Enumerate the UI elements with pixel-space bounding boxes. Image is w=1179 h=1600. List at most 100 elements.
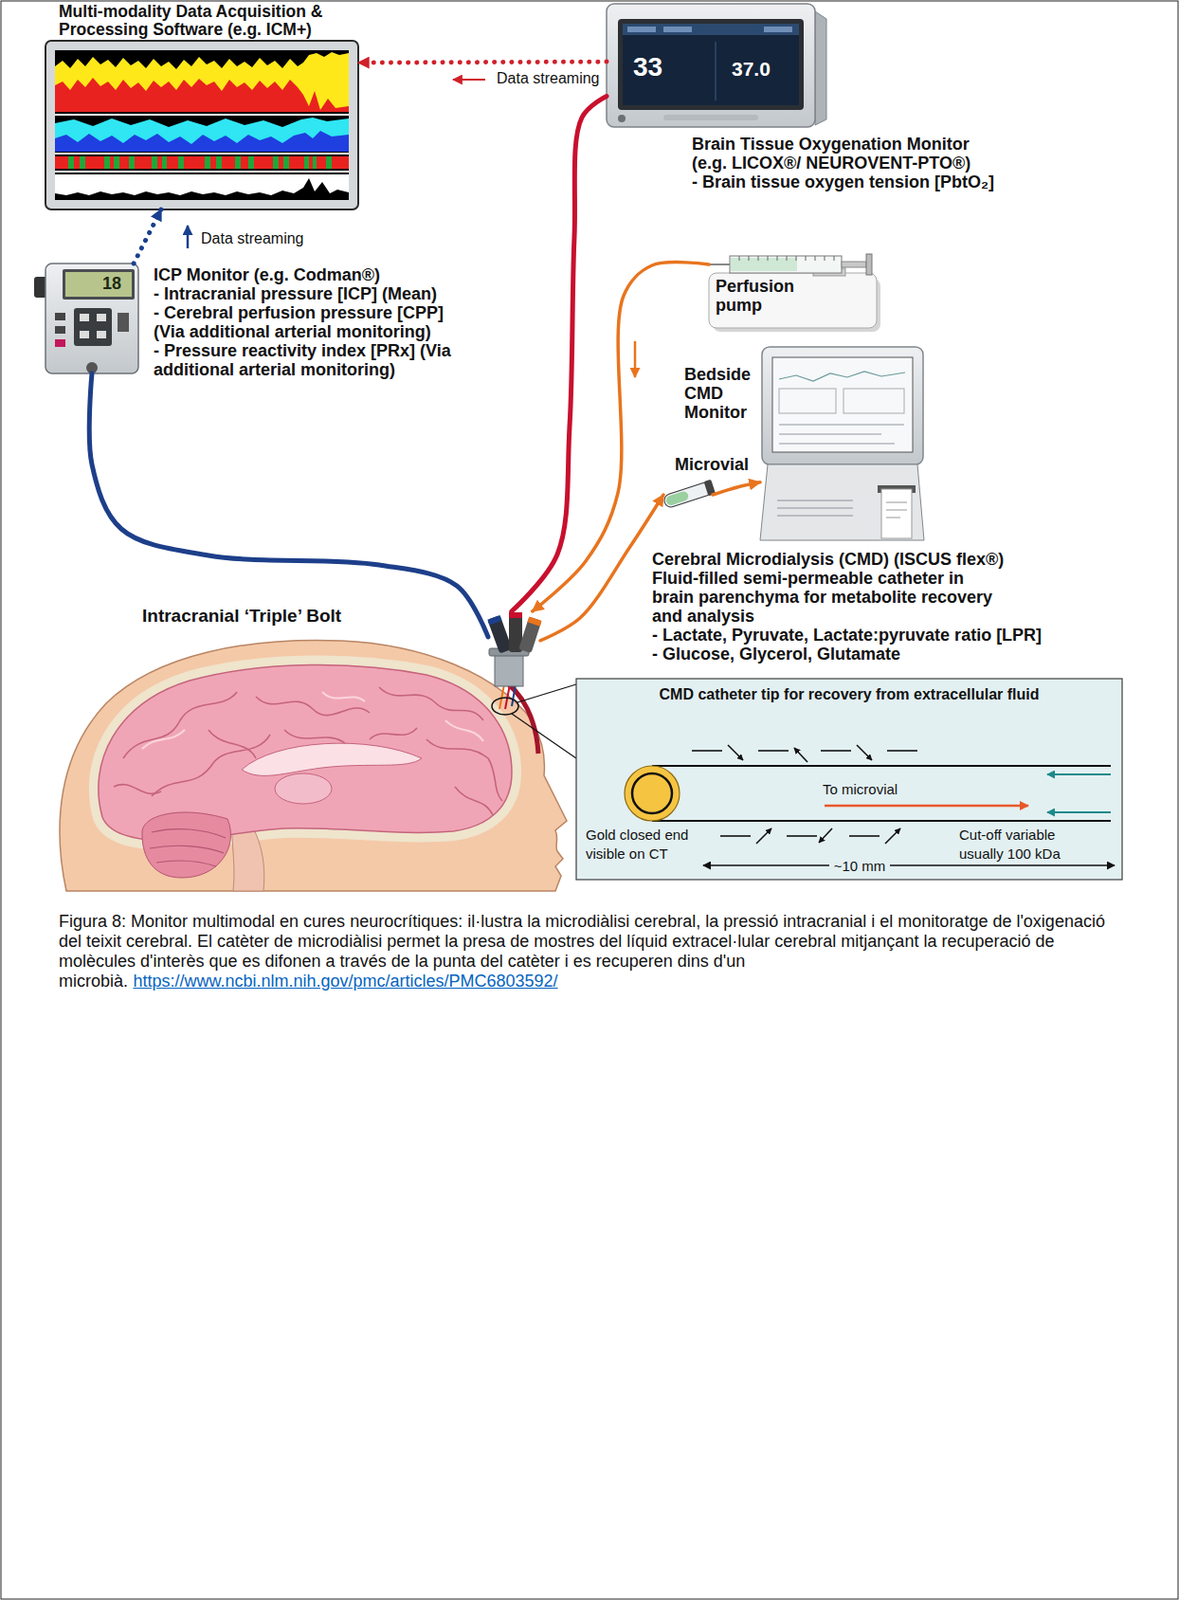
head-illustration [491, 697, 519, 715]
perfusion-pump-device [729, 255, 842, 273]
icp-monitor-device [45, 263, 139, 374]
software-display [210, 156, 217, 169]
software-display [73, 156, 80, 169]
catheter-tip-inset [703, 864, 1115, 867]
catheter-tip-inset [794, 747, 808, 762]
software-display [166, 156, 179, 169]
catheter-tip-inset [632, 773, 672, 814]
triple-bolt-device [487, 615, 512, 653]
icp-monitor-device [54, 339, 66, 347]
cmd-monitor-device [761, 346, 924, 465]
software-display [240, 156, 249, 169]
flow-label: To microvial [822, 779, 898, 799]
head-illustration [255, 696, 370, 716]
catheter-tip-inset [691, 749, 723, 752]
perfusion-pump: Perfusion pump [708, 253, 877, 328]
catheter-tip-inset [887, 749, 918, 752]
triple-bolt-device [518, 616, 542, 654]
caption-block: Figura 8: Monitor multimodal en cures ne… [58, 911, 1123, 992]
software-display [54, 50, 349, 200]
software-display [308, 156, 313, 169]
dialysate-line [540, 494, 664, 641]
oxygenation-monitor-device [763, 26, 793, 33]
head-illustration [113, 784, 162, 795]
text-block: Brain Tissue Oxygenation Monitor (e.g. L… [691, 134, 1090, 192]
software-display [45, 40, 359, 210]
head-illustration [445, 720, 484, 742]
software-display [183, 156, 205, 169]
microvial-tube [662, 479, 716, 510]
head-illustration [511, 684, 516, 707]
dialysate-line [712, 482, 761, 495]
software-display [221, 156, 236, 169]
catheter-tip-inset [756, 828, 772, 844]
head-illustration [142, 691, 484, 749]
head-illustration [241, 743, 422, 776]
catheter-tip-inset [885, 828, 901, 844]
head-illustration [113, 687, 503, 816]
perfusion-pump-device [708, 272, 877, 328]
software-display [54, 117, 349, 152]
catheter-tip-inset [818, 828, 833, 843]
icp-cable [89, 373, 489, 637]
device-title: Intracranial ‘Triple’ Bolt [142, 606, 342, 626]
software-display [253, 156, 273, 169]
device-title: Brain Tissue Oxygenation Monitor (e.g. L… [691, 134, 986, 173]
catheter-tip-inset [758, 749, 789, 752]
perfusion-pump-device [841, 261, 867, 268]
software-display [157, 156, 163, 169]
software-display [54, 178, 349, 200]
perfusion-pump-device [739, 255, 835, 261]
catheter-tip-inset [786, 834, 817, 837]
catheter-tip-inset [576, 678, 1123, 880]
head-illustration [98, 664, 512, 841]
oxygenation-monitor: Brain Tissue Oxygenation Monitor (e.g. L… [606, 3, 816, 127]
measured-parameter: - Pressure reactivity index [PRx] (Via a… [153, 341, 462, 380]
head-illustration [208, 729, 256, 759]
device-title: Perfusion pump [715, 276, 801, 315]
icp-monitor-device [96, 313, 107, 322]
software-display [109, 156, 114, 169]
oxygenation-monitor-device [617, 114, 626, 123]
icp-monitor-device [54, 312, 66, 321]
flow-arrow [453, 78, 486, 81]
perfusion-pump-device [866, 253, 872, 275]
icp-monitor-device [54, 326, 66, 334]
oxygen-probe-cable [511, 96, 607, 613]
microvial: Microvial [663, 485, 713, 505]
measured-parameter: - Intracranial pressure [ICP] (Mean) [153, 284, 462, 304]
measured-parameter: - Glucose, Glycerol, Glutamate [652, 644, 1155, 664]
catheter-tip-inset [1047, 773, 1111, 776]
catheter-tip-inset [856, 744, 872, 761]
software-display [134, 156, 152, 169]
triple-bolt-device [487, 615, 502, 625]
edge-label: Data streaming [199, 229, 307, 248]
triple-bolt-device [526, 616, 542, 627]
device-title: Bedside CMD Monitor [684, 364, 757, 422]
software-display [54, 156, 349, 169]
software-display [85, 156, 105, 169]
cmd-monitor-device [779, 388, 836, 414]
head-illustration [379, 687, 484, 721]
head-illustration [59, 639, 567, 891]
head-illustration [500, 678, 539, 754]
icp-monitor-device [96, 330, 107, 339]
head-illustration [517, 684, 577, 703]
head-illustration [142, 812, 232, 878]
microvial-tube [665, 489, 690, 507]
cmd-monitor-device [886, 502, 907, 518]
cmd-monitor-device [779, 371, 906, 381]
device-title: Cerebral Microdialysis (CMD) (ISCUS flex… [652, 549, 1155, 569]
head-illustration [59, 639, 577, 891]
software-screen: Multi-modality Data Acquisition & Proces… [45, 40, 359, 210]
software-display [54, 113, 349, 116]
perfusion-pump-device [708, 263, 730, 266]
data-stream-line [133, 209, 162, 264]
triple-bolt-device [518, 616, 542, 654]
measured-parameter: - Cerebral perfusion pressure [CPP] (Via… [153, 303, 462, 342]
triple-bolt-device [494, 653, 524, 687]
head-illustration [98, 664, 512, 841]
